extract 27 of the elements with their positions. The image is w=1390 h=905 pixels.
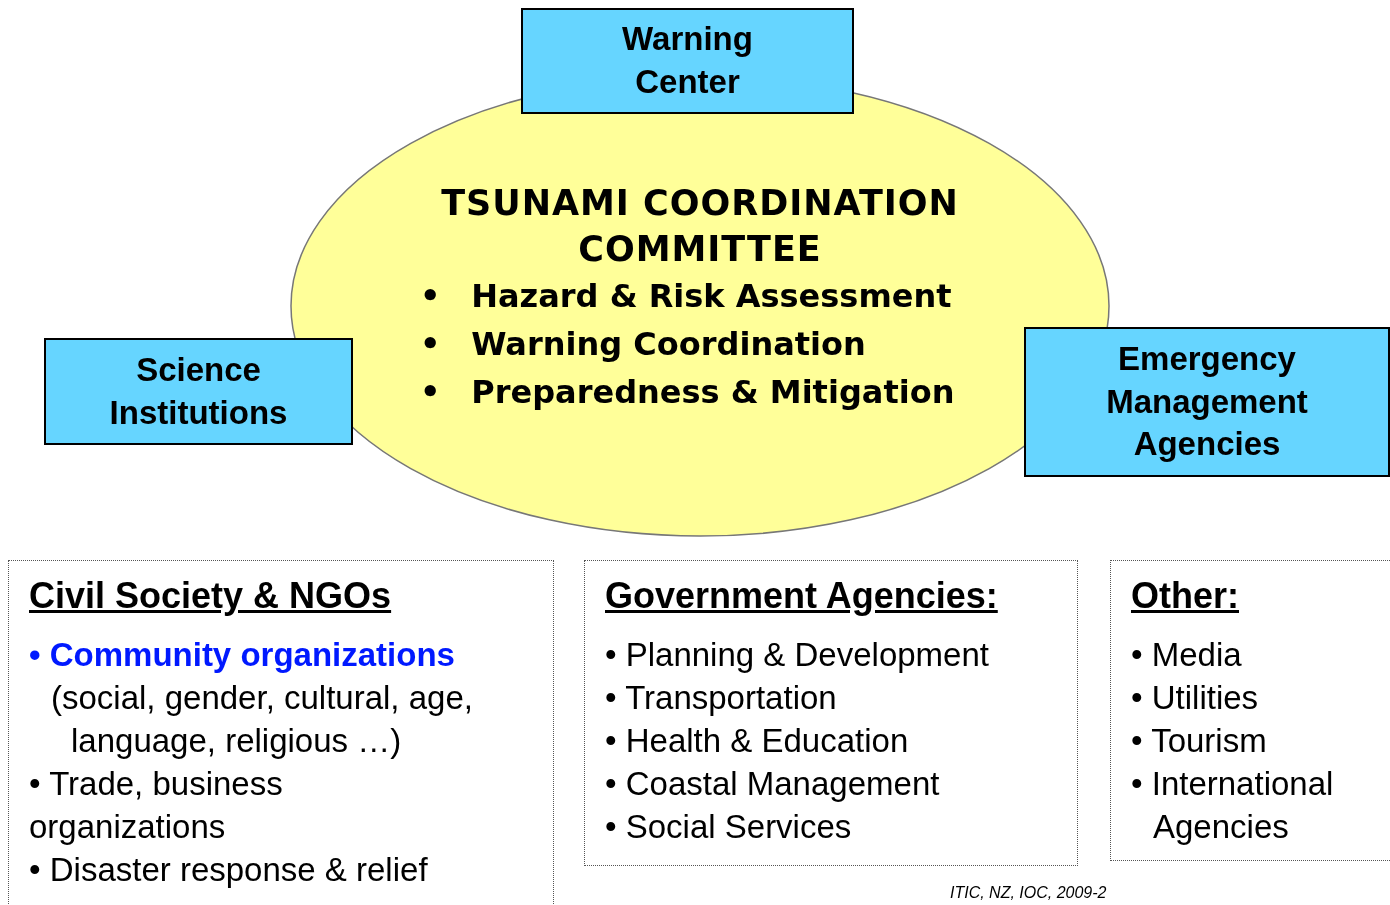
list-item: • Social Services	[605, 807, 853, 847]
credit-text: ITIC, NZ, IOC, 2009-2	[950, 884, 1107, 902]
list-item: • Utilities	[1131, 678, 1260, 718]
list-item: • Health & Education	[605, 721, 910, 761]
info-panel	[1110, 560, 1390, 861]
list-item: • Trade, business organizations	[29, 764, 284, 847]
list-item: • Tourism	[1131, 721, 1268, 761]
list-item: • Preparedness & Mitigation	[420, 372, 956, 414]
list-item: • Media	[1131, 635, 1243, 675]
info-panel	[8, 560, 554, 905]
list-item: • Warning Coordination	[420, 324, 867, 366]
list-item: • Transportation	[605, 678, 838, 718]
info-box: Warning Center	[521, 8, 854, 114]
info-panel	[584, 560, 1078, 866]
list-item: • International Agencies	[1131, 764, 1335, 847]
list-item: (social, gender, cultural, age, language, religious …)	[50, 678, 474, 761]
info-box: Emergency Management Agencies	[1024, 327, 1390, 477]
list-item: • Hazard & Risk Assessment	[420, 276, 953, 318]
heading: TSUNAMI COORDINATION COMMITTEE	[440, 182, 960, 272]
heading: Civil Society & NGOs	[29, 575, 392, 617]
list-item: • Coastal Management	[605, 764, 941, 804]
list-item: • Community organizations	[29, 635, 456, 675]
heading: Government Agencies:	[605, 575, 998, 617]
list-item: • Planning & Development	[605, 635, 990, 675]
list-item: • Disaster response & relief	[29, 850, 429, 890]
info-box: Science Institutions	[44, 338, 353, 445]
heading: Other:	[1131, 575, 1239, 617]
